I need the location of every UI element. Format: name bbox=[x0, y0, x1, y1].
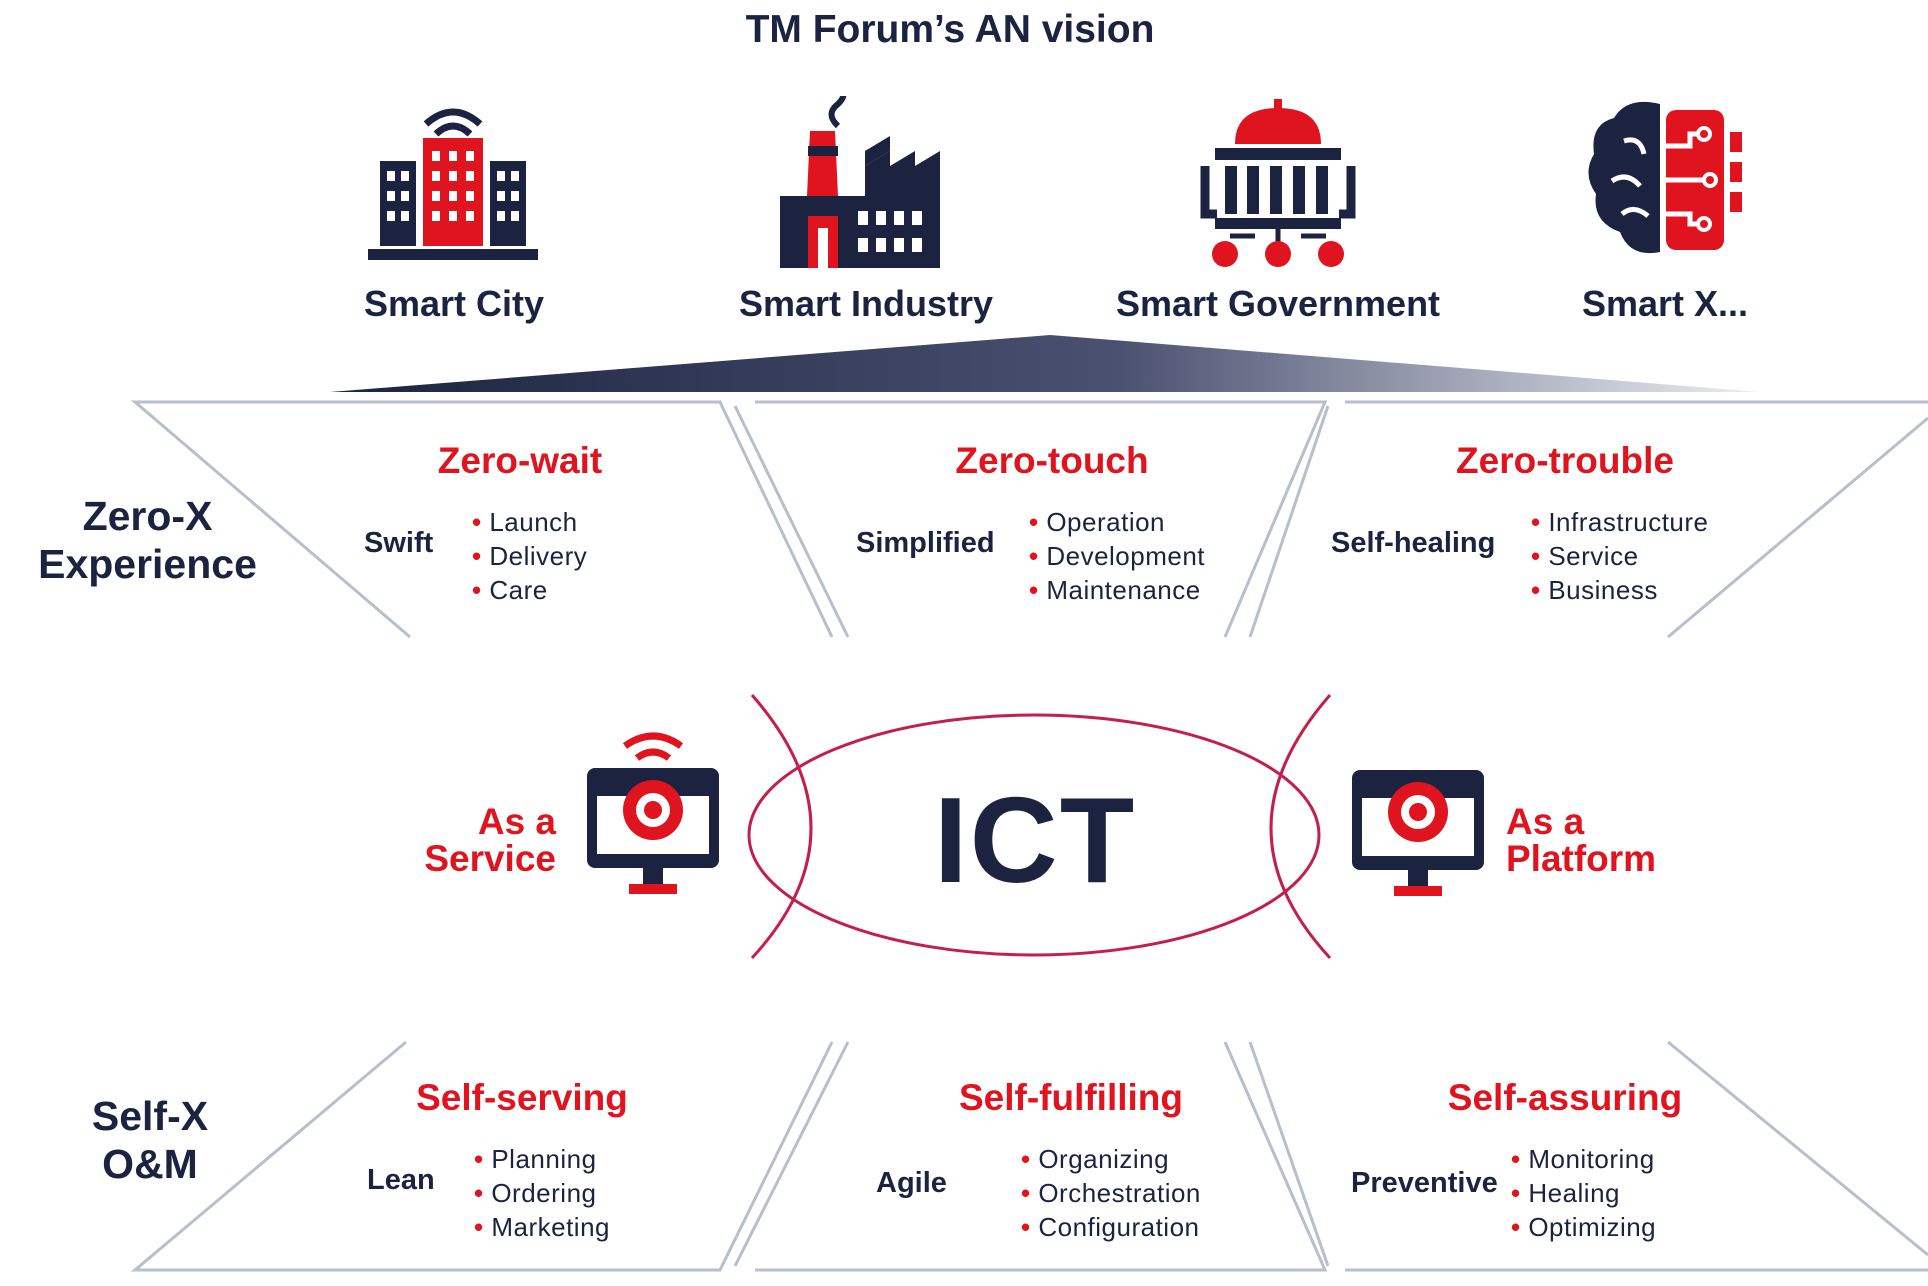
section-title-zero-wait: Zero-wait bbox=[437, 440, 603, 481]
app-label-smart-industry: Smart Industry bbox=[738, 283, 994, 324]
list-item: Infrastructure bbox=[1531, 505, 1709, 539]
smart-industry-icon bbox=[780, 96, 940, 268]
qualifier-self-healing: Self-healing bbox=[1331, 527, 1496, 559]
smart-government-icon bbox=[1200, 99, 1356, 267]
list-item: Optimizing bbox=[1511, 1210, 1656, 1244]
section-title-zero-trouble: Zero-trouble bbox=[1456, 440, 1674, 481]
qualifier-agile: Agile bbox=[876, 1167, 947, 1199]
diagram-title: TM Forum’s AN vision bbox=[745, 8, 1155, 51]
list-item: Healing bbox=[1511, 1176, 1656, 1210]
list-item: Planning bbox=[474, 1142, 610, 1176]
self-x-outlines bbox=[130, 1040, 1928, 1272]
self-fulfilling-list: Organizing Orchestration Configuration bbox=[1021, 1142, 1201, 1244]
zero-x-outlines bbox=[130, 400, 1928, 639]
list-item: Business bbox=[1531, 573, 1709, 607]
section-title-self-fulfilling: Self-fulfilling bbox=[958, 1077, 1184, 1118]
list-item: Marketing bbox=[474, 1210, 610, 1244]
as-a-platform-label: As a Platform bbox=[1506, 803, 1706, 877]
qualifier-swift: Swift bbox=[364, 527, 434, 559]
row-label-line: Self-X bbox=[91, 1093, 209, 1139]
mode-label-line: As a bbox=[1506, 801, 1585, 842]
section-title-self-serving: Self-serving bbox=[416, 1077, 628, 1118]
vision-fan bbox=[330, 335, 1760, 392]
ict-label: ICT bbox=[933, 772, 1137, 908]
app-label-smart-x: Smart X... bbox=[1581, 283, 1749, 324]
platform-monitor-gear-icon bbox=[1352, 770, 1484, 896]
row-label-line: Zero-X bbox=[82, 493, 213, 539]
service-monitor-gear-icon bbox=[587, 732, 719, 894]
section-title-zero-touch: Zero-touch bbox=[955, 440, 1149, 481]
list-item: Configuration bbox=[1021, 1210, 1201, 1244]
self-serving-list: Planning Ordering Marketing bbox=[474, 1142, 610, 1244]
mode-label-line: Service bbox=[424, 838, 556, 879]
section-title-self-assuring: Self-assuring bbox=[1447, 1077, 1683, 1118]
app-label-smart-government: Smart Government bbox=[1115, 283, 1441, 324]
list-item: Care bbox=[472, 573, 587, 607]
self-x-om-label: Self-X O&M bbox=[45, 1092, 255, 1188]
smart-city-icon bbox=[368, 108, 538, 260]
list-item: Maintenance bbox=[1029, 573, 1205, 607]
qualifier-preventive: Preventive bbox=[1351, 1167, 1498, 1199]
list-item: Organizing bbox=[1021, 1142, 1201, 1176]
zero-trouble-list: Infrastructure Service Business bbox=[1531, 505, 1709, 607]
mode-label-line: Platform bbox=[1506, 838, 1657, 879]
list-item: Launch bbox=[472, 505, 587, 539]
list-item: Development bbox=[1029, 539, 1205, 573]
as-a-service-label: As a Service bbox=[400, 803, 556, 877]
list-item: Operation bbox=[1029, 505, 1205, 539]
row-label-line: O&M bbox=[102, 1141, 198, 1187]
list-item: Ordering bbox=[474, 1176, 610, 1210]
ict-ring bbox=[747, 694, 1332, 960]
qualifier-lean: Lean bbox=[367, 1164, 435, 1196]
list-item: Monitoring bbox=[1511, 1142, 1656, 1176]
zero-wait-list: Launch Delivery Care bbox=[472, 505, 587, 607]
app-label-smart-city: Smart City bbox=[363, 283, 545, 324]
qualifier-simplified: Simplified bbox=[856, 527, 995, 559]
zero-touch-list: Operation Development Maintenance bbox=[1029, 505, 1205, 607]
zero-x-experience-label: Zero-X Experience bbox=[20, 492, 275, 588]
mode-label-line: As a bbox=[477, 801, 556, 842]
list-item: Orchestration bbox=[1021, 1176, 1201, 1210]
smart-x-icon bbox=[1588, 101, 1742, 254]
list-item: Service bbox=[1531, 539, 1709, 573]
row-label-line: Experience bbox=[38, 541, 257, 587]
list-item: Delivery bbox=[472, 539, 587, 573]
self-assuring-list: Monitoring Healing Optimizing bbox=[1511, 1142, 1656, 1244]
